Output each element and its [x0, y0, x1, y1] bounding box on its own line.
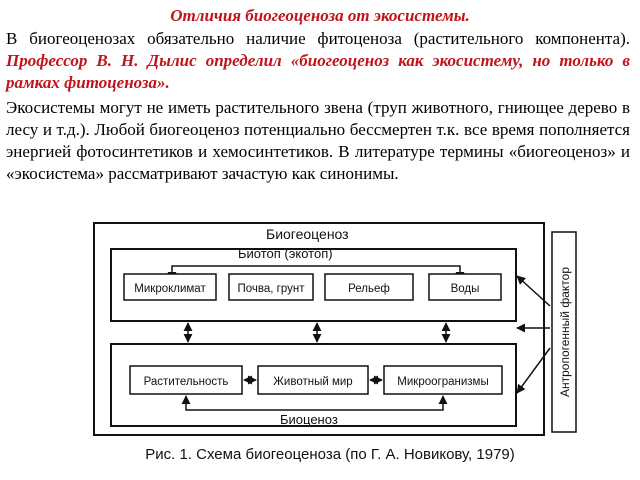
biocenosis-box	[110, 343, 517, 427]
anthropogenic-factor-box	[551, 231, 577, 433]
biotope-arrow	[167, 265, 465, 281]
paragraph-1: В биогеоценозах обязательно наличие фито…	[6, 28, 630, 94]
biotope-item-label: Воды	[451, 283, 480, 295]
biocenosis-item-label: Животный мир	[273, 376, 352, 388]
biotope-item-label: Почва, грунт	[238, 283, 306, 295]
biocenosis-item-box	[257, 365, 369, 395]
biogeocenosis-diagram: Биогеоценоз Биотоп (экотоп) Микроклимат …	[93, 222, 577, 463]
biocenosis-loop-arrow	[181, 395, 448, 411]
biotope-item-label: Рельеф	[348, 283, 390, 295]
biocenosis-label: Биоценоз	[280, 412, 338, 427]
outer-frame	[93, 222, 545, 436]
biotope-item-box	[324, 273, 414, 301]
anthropogenic-factor-label: Антропогенный фактор	[558, 267, 572, 397]
biocenosis-item-box	[129, 365, 243, 395]
biotope-item-box	[228, 273, 314, 301]
paragraph-1-text: В биогеоценозах обязательно наличие фито…	[6, 29, 630, 48]
biotope-item-box	[428, 273, 502, 301]
biotope-box	[110, 248, 517, 322]
biocenosis-item-label: Растительность	[144, 376, 229, 388]
anthropogenic-arrow	[516, 347, 551, 394]
biotope-label: Биотоп (экотоп)	[238, 246, 333, 261]
biotope-item-label: Микроклимат	[134, 283, 206, 295]
biotope-item-box	[123, 273, 217, 301]
anthropogenic-arrow	[516, 275, 551, 307]
outer-label: Биогеоценоз	[266, 226, 349, 242]
biocenosis-item-label: Микроогранизмы	[397, 376, 488, 388]
paragraph-1-highlight: Профессор В. Н. Дылис определил «биогеоц…	[6, 51, 630, 92]
figure-caption: Рис. 1. Схема биогеоценоза (по Г. А. Нов…	[145, 446, 515, 463]
paragraph-2: Экосистемы могут не иметь растительного …	[6, 98, 630, 183]
page-title: Отличия биогеоценоза от экосистемы.	[170, 6, 470, 25]
biocenosis-item-box	[383, 365, 503, 395]
